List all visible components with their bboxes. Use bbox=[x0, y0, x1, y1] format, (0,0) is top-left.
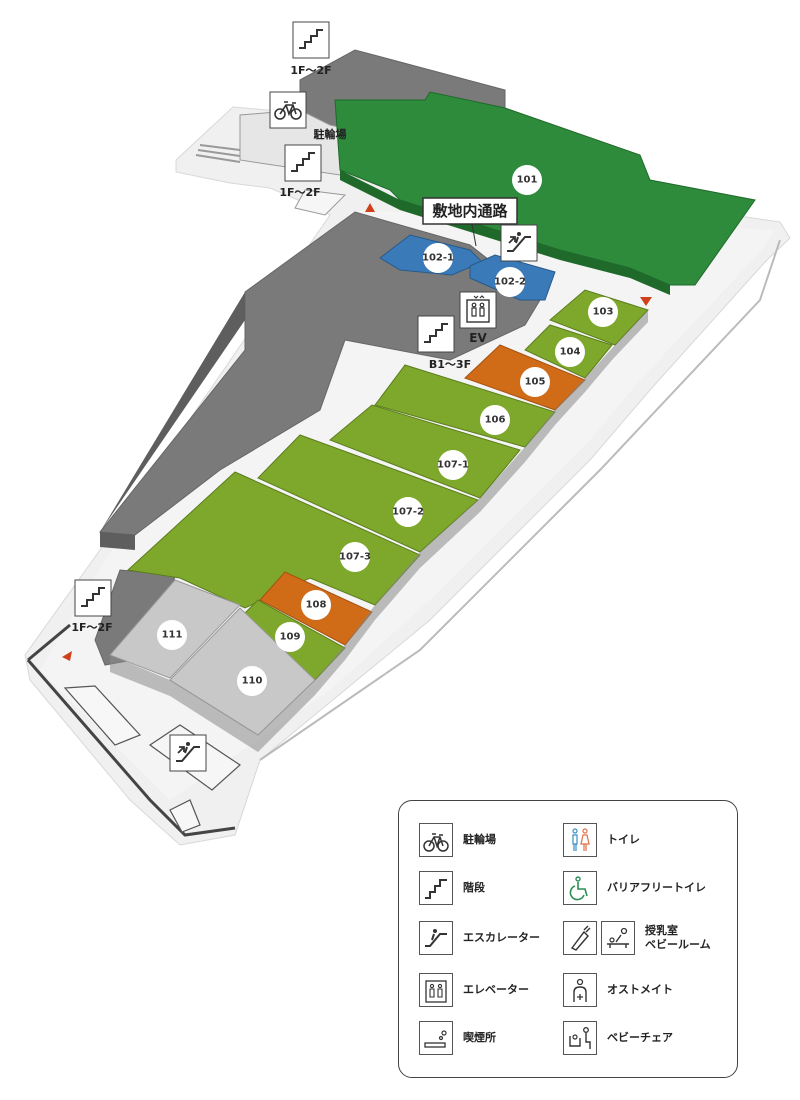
unit-102-2-badge bbox=[495, 267, 525, 297]
ostomate-icon bbox=[563, 973, 597, 1007]
unit-107-3-label: 107-3 bbox=[339, 552, 371, 563]
unit-107-2-badge bbox=[393, 497, 423, 527]
gray-core-side bbox=[100, 292, 245, 550]
unit-103-badge bbox=[588, 297, 618, 327]
legend-item-bicycle: 駐輪場 bbox=[419, 823, 496, 857]
outer-wall-left bbox=[26, 623, 236, 837]
walkway-ramp-2 bbox=[169, 799, 201, 833]
bike-parking-stripes bbox=[195, 144, 241, 163]
baby-chair-icon bbox=[563, 1021, 597, 1055]
ev-label: EV bbox=[469, 331, 487, 345]
unit-108-label: 108 bbox=[306, 600, 327, 611]
legend-item-toilet: トイレ bbox=[563, 823, 640, 857]
unit-111-badge bbox=[157, 620, 187, 650]
unit-105-badge bbox=[520, 367, 550, 397]
unit-109-badge bbox=[275, 622, 305, 652]
stairs-icon bbox=[419, 871, 453, 905]
escalator-sign-top bbox=[500, 224, 538, 262]
stairs-center-label: B1～3F bbox=[429, 358, 471, 371]
unit-107-1-badge bbox=[438, 450, 468, 480]
legend-item-escalator: エスカレーター bbox=[419, 921, 540, 955]
outer-wall-right bbox=[259, 239, 781, 761]
bike-parking-ramp bbox=[294, 189, 347, 216]
legend-label: エレベーター bbox=[463, 983, 529, 996]
legend-item-accessible-toilet: バリアフリートイレ bbox=[563, 871, 706, 905]
entrance-arrow-left bbox=[62, 651, 72, 661]
unit-107-1 bbox=[329, 404, 521, 499]
stairs-left-label: 1F～2F bbox=[71, 621, 112, 634]
unit-102-1-badge bbox=[423, 243, 453, 273]
stairs-sign-mid bbox=[284, 144, 322, 182]
stairs-sign-left bbox=[74, 579, 112, 617]
legend-label: 駐輪場 bbox=[463, 833, 496, 846]
escalator-sign-bottom bbox=[148, 724, 241, 791]
unit-101-badge bbox=[512, 165, 542, 195]
legend-item-smoking: 喫煙所 bbox=[419, 1021, 496, 1055]
legend-item-nursing-room: 授乳室 ベビールーム bbox=[563, 921, 711, 955]
baby-changing-icon bbox=[601, 921, 635, 955]
legend-item-stairs: 階段 bbox=[419, 871, 485, 905]
unit-104-badge bbox=[555, 337, 585, 367]
unit-106-badge bbox=[480, 405, 510, 435]
unit-107-2-label: 107-2 bbox=[392, 507, 424, 518]
elevator-sign bbox=[459, 291, 497, 329]
unit-107-3-badge bbox=[340, 542, 370, 572]
stairs-mid-label: 1F～2F bbox=[279, 186, 320, 199]
legend-label: バリアフリートイレ bbox=[607, 881, 706, 894]
unit-102-1-label: 102-1 bbox=[422, 253, 454, 264]
unit-103-label: 103 bbox=[593, 307, 614, 318]
escalator-icon bbox=[419, 921, 453, 955]
legend-label: エスカレーター bbox=[463, 931, 540, 944]
entrance-arrow-right bbox=[640, 297, 652, 306]
legend-label: 喫煙所 bbox=[463, 1031, 496, 1044]
unit-101-side bbox=[340, 170, 670, 295]
unit-101-label: 101 bbox=[517, 175, 538, 186]
unit-108-badge bbox=[301, 590, 331, 620]
bike-parking-label: 駐輪場 bbox=[314, 127, 347, 141]
smoking-icon bbox=[419, 1021, 453, 1055]
stairs-sign-top bbox=[292, 21, 330, 59]
legend-label: ベビーチェア bbox=[607, 1031, 673, 1044]
unit-109-label: 109 bbox=[280, 632, 301, 643]
unit-107-1-label: 107-1 bbox=[437, 460, 469, 471]
toilet-icon bbox=[563, 823, 597, 857]
unit-104-label: 104 bbox=[560, 347, 581, 358]
legend-item-elevator: エレベーター bbox=[419, 973, 529, 1007]
bicycle-icon bbox=[419, 823, 453, 857]
legend-label: 授乳室 ベビールーム bbox=[645, 924, 711, 951]
legend-label: オストメイト bbox=[607, 983, 673, 996]
unit-106-label: 106 bbox=[485, 415, 506, 426]
legend-label: 階段 bbox=[463, 881, 485, 894]
stairs-sign-center bbox=[417, 315, 455, 353]
bicycle-sign bbox=[269, 91, 307, 129]
unit-101-roof bbox=[334, 91, 756, 286]
unit-110-label: 110 bbox=[242, 676, 263, 687]
legend: 駐輪場階段エスカレーターエレベーター喫煙所 トイレバリアフリートイレ授乳室 ベビー… bbox=[398, 800, 738, 1078]
stairs-top-label: 1F～2F bbox=[290, 64, 331, 77]
unit-107-3 bbox=[126, 471, 421, 609]
unit-105-label: 105 bbox=[525, 377, 546, 388]
unit-110-badge bbox=[237, 666, 267, 696]
entrance-arrow-top bbox=[365, 203, 375, 212]
nursing-room-icon bbox=[563, 921, 597, 955]
unit-111-label: 111 bbox=[162, 630, 183, 641]
legend-label: トイレ bbox=[607, 833, 640, 846]
legend-item-baby-chair: ベビーチェア bbox=[563, 1021, 673, 1055]
unit-102-2-label: 102-2 bbox=[494, 277, 526, 288]
walkway-ramp bbox=[63, 685, 142, 746]
passage-label: 敷地内通路 bbox=[432, 202, 508, 220]
passage-label-box bbox=[422, 197, 518, 247]
accessible-toilet-icon bbox=[563, 871, 597, 905]
elevator-icon bbox=[419, 973, 453, 1007]
legend-item-ostomate: オストメイト bbox=[563, 973, 673, 1007]
